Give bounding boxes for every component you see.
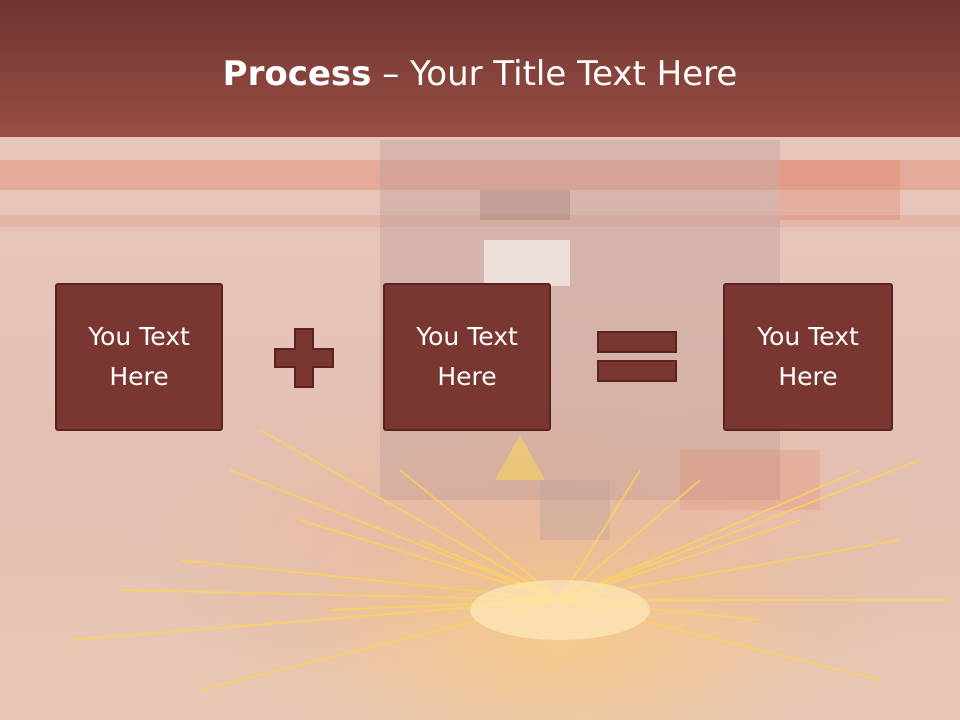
slide-title: Process – Your Title Text Here bbox=[0, 52, 960, 96]
process-box-1[interactable]: You Text Here bbox=[55, 283, 223, 431]
process-box-1-text: You Text Here bbox=[88, 322, 190, 391]
process-box-3-text: You Text Here bbox=[757, 322, 859, 391]
title-bar: Process – Your Title Text Here bbox=[0, 0, 960, 137]
title-dash: – bbox=[371, 54, 411, 94]
equals-icon bbox=[597, 331, 677, 382]
title-bold: Process bbox=[222, 54, 372, 94]
title-rest: Your Title Text Here bbox=[410, 54, 738, 94]
plus-icon bbox=[274, 328, 334, 388]
process-box-2[interactable]: You Text Here bbox=[383, 283, 551, 431]
process-box-3[interactable]: You Text Here bbox=[723, 283, 893, 431]
process-box-2-text: You Text Here bbox=[416, 322, 518, 391]
